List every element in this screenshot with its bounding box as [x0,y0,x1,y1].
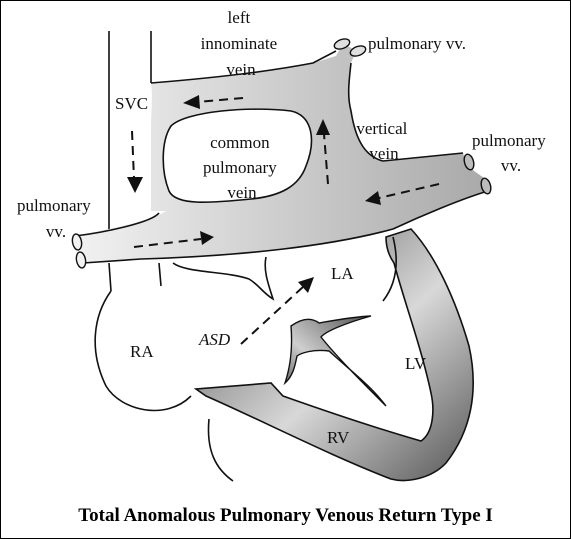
label-lv: LV [405,354,427,373]
pulmonary-vein-stub-left-1 [71,233,83,251]
label-vertical-vein: vertical vein [356,119,411,163]
arrow-innominate [196,97,244,103]
arrow-head-svc [127,177,143,193]
ra-lower-wall [207,418,234,482]
interventricular-septum [283,315,387,407]
arrow-head-asd [298,277,314,293]
ventricle-wall [193,228,474,482]
label-pulmonary-vv-top: pulmonary vv. [368,34,466,53]
venous-loop-hole [162,108,313,204]
arrow-right-pv [378,183,440,199]
arrow-head-innominate [183,95,200,109]
label-la: LA [331,264,354,283]
pulmonary-vein-stub-top-2 [349,45,367,57]
la-right-wall [382,236,397,302]
label-asd: ASD [198,330,231,349]
arrow-heads [127,95,381,293]
label-left-innominate-line2: innominate [201,34,277,53]
arrow-vertical [323,133,329,185]
svc-wall-right [150,31,162,287]
right-atrium-outline [94,290,192,412]
label-pv-left-line2: vv. [46,222,66,241]
arrow-left-pv [133,238,202,248]
label-rv: RV [327,428,350,447]
label-common-pulmonary-vein: common pulmonary vein [203,133,281,202]
label-ra: RA [130,342,154,361]
arrow-svc [131,130,135,180]
label-pulmonary-vv-right: pulmonary vv. [472,131,550,175]
label-pv-left-line1: pulmonary [17,196,91,215]
tapvr-diagram: left innominate vein pulmonary vv. SVC c… [17,8,550,482]
figure-caption: Total Anomalous Pulmonary Venous Return … [78,505,493,526]
label-vertical-vein-line2: vein [369,144,399,163]
label-pulmonary-vv-left: pulmonary vv. [17,196,95,241]
label-pv-right-line2: vv. [501,156,521,175]
label-cpv-line2: pulmonary [203,158,277,177]
label-svc: SVC [115,94,148,113]
label-pv-right-line1: pulmonary [472,131,546,150]
label-left-innominate-vein: left innominate vein [201,8,282,79]
flow-arrows [131,97,440,345]
arrow-head-right-pv [365,191,381,205]
pulmonary-vein-stub-left-2 [75,251,87,269]
pulmonary-vein-stub-right-2 [480,177,492,195]
label-cpv-line1: common [210,133,270,152]
pulmonary-vein-stub-top-1 [333,38,351,50]
svc-wall-left [108,31,112,292]
venous-complex-bottom-outline [74,190,489,264]
label-vertical-vein-line1: vertical [356,119,407,138]
label-left-innominate-line3: vein [226,60,256,79]
label-left-innominate-line1: left [228,8,251,27]
label-cpv-line3: vein [227,183,257,202]
venous-complex-top-outline [150,50,464,162]
arrow-head-left-pv [200,231,214,245]
pulmonary-vein-stub-right-1 [463,153,475,171]
arrow-head-vertical [316,119,330,135]
left-atrium-outline [172,256,275,301]
